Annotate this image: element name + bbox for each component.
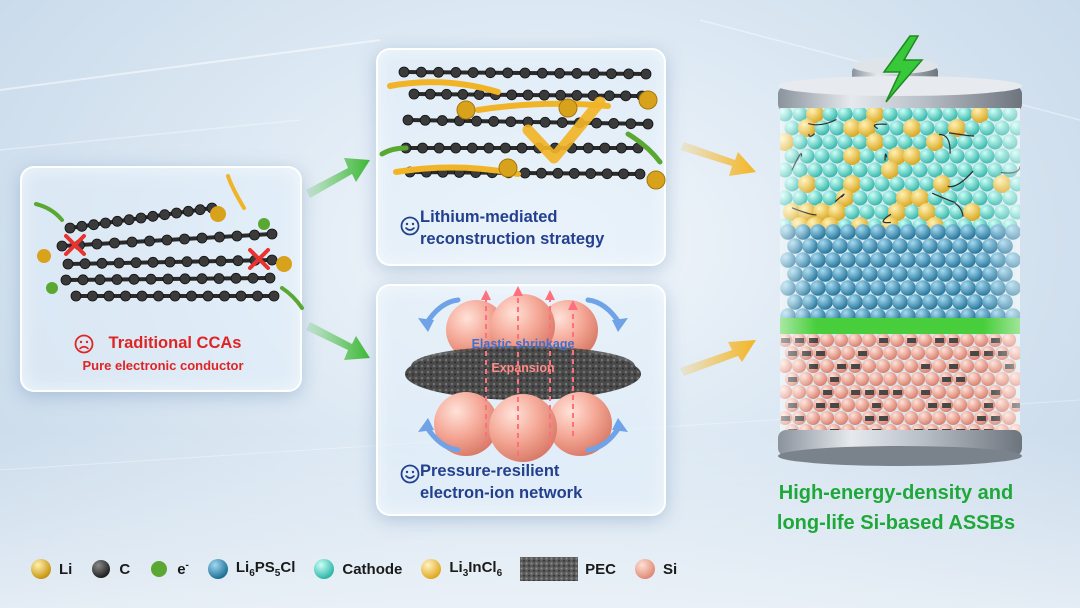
sad-face-icon [74, 334, 94, 354]
carbon-chain [62, 254, 278, 270]
pressure-resilient-illustration: Elastic shrinkage Expansion [405, 286, 641, 462]
lithium-strategy-line2: reconstruction strategy [420, 230, 605, 248]
electron-particle-icon [151, 561, 168, 577]
electron-particle [46, 282, 58, 294]
arrow-lithium-to-battery [680, 142, 756, 176]
arrow-to-pressure [306, 322, 370, 360]
electron-tail [280, 286, 304, 310]
lithium-strategy-line1: Lithium-mediated [420, 208, 558, 226]
li-particle [638, 90, 658, 110]
cross-mark-icon [248, 248, 270, 270]
arrow-to-lithium [306, 158, 370, 198]
carbon-chain [70, 290, 280, 302]
ion-transport-arrows [485, 292, 574, 456]
legend-item-electron: e- [148, 558, 189, 580]
li-particle [37, 249, 51, 263]
lithium-mediated-panel: Lithium-mediated reconstruction strategy [376, 48, 666, 266]
smile-face-icon [400, 216, 420, 236]
li-particle [498, 158, 518, 178]
cathode-particle-icon [314, 559, 335, 579]
li-particle [646, 170, 666, 190]
pec-texture-icon [520, 557, 579, 581]
elastic-shrinkage-label: Elastic shrinkage [472, 337, 575, 351]
arrow-pressure-to-battery [680, 340, 756, 376]
electron-tail [625, 131, 663, 165]
pressure-resilient-panel: Elastic shrinkage Expansion Pressure-res… [376, 284, 666, 516]
lithium-mediated-illustration [379, 66, 666, 190]
legend: Li C e- Li6PS5Cl Cathode Li3InCl6 PEC Si [30, 556, 695, 582]
li-particle [210, 206, 226, 222]
cross-mark-icon [64, 234, 86, 256]
traditional-ccas-panel: Traditional CCAs Pure electronic conduct… [20, 166, 304, 392]
carbon-chain [402, 114, 654, 130]
legend-item-c: C [90, 558, 130, 580]
li-particle [456, 100, 476, 120]
li3incl6-strand [387, 79, 501, 95]
li-particle-icon [31, 559, 51, 579]
traditional-ccas-title: Traditional CCAs [108, 334, 242, 352]
silicon-spheres-bottom [434, 392, 612, 462]
silicon-spheres-top [446, 294, 598, 360]
smile-face-icon [400, 464, 420, 484]
pressure-network-line2: electron-ion network [420, 484, 583, 502]
battery-caption-line1: High-energy-density and [778, 482, 1014, 504]
carbon-chain [60, 272, 276, 286]
si-particle-icon [635, 559, 656, 579]
carbon-chain [64, 202, 218, 234]
check-mark-icon [522, 96, 606, 164]
electron-tail [379, 145, 409, 157]
legend-item-li3incl6: Li3InCl6 [420, 558, 502, 580]
lightning-bolt-icon [882, 35, 924, 103]
battery-caption-line2: long-life Si-based ASSBs [776, 512, 1016, 534]
carbon-particle-icon [92, 560, 111, 578]
legend-item-pec: PEC [520, 557, 616, 581]
li6ps5cl-particle-icon [207, 559, 228, 579]
traditional-ccas-subtitle: Pure electronic conductor [82, 358, 244, 373]
carbon-chain [56, 228, 278, 252]
legend-item-si: Si [634, 558, 677, 580]
li-tail [226, 174, 246, 210]
electron-particle [258, 218, 270, 230]
legend-item-cathode: Cathode [313, 558, 402, 580]
expansion-label: Expansion [491, 361, 554, 375]
legend-item-li: Li [30, 558, 72, 580]
carbon-chain [398, 66, 652, 80]
li-particle [558, 98, 578, 118]
legend-item-li6ps5cl: Li6PS5Cl [207, 558, 295, 580]
pressure-network-line1: Pressure-resilient [420, 462, 560, 480]
traditional-ccas-illustration [34, 174, 304, 310]
li3incl6-particle-icon [421, 559, 442, 579]
electron-tail [34, 202, 64, 222]
carbon-chain [400, 142, 644, 154]
li-particle [276, 256, 292, 272]
